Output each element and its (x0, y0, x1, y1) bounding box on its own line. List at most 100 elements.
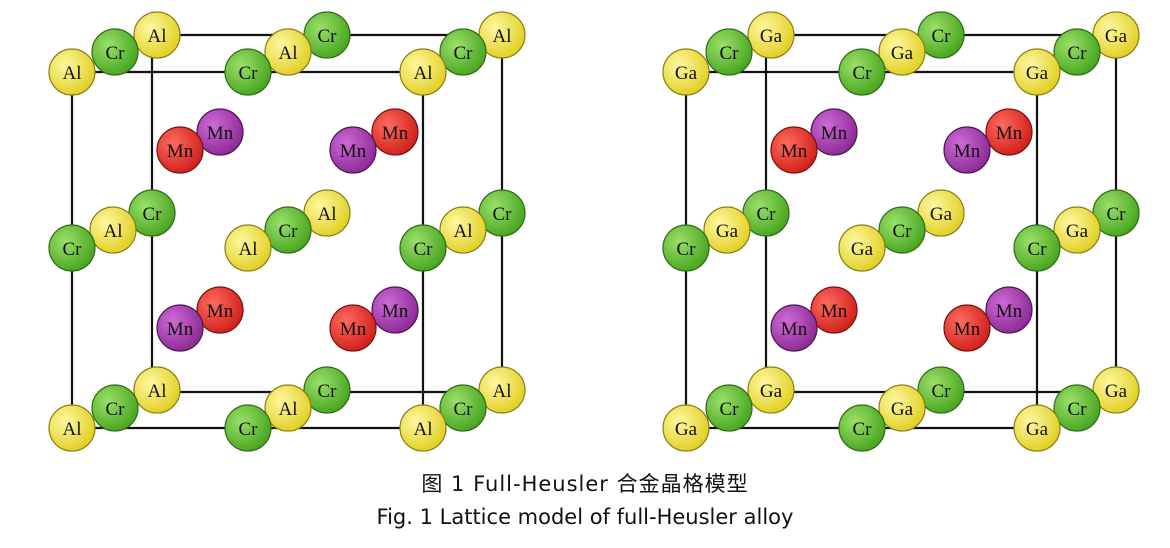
atom-label: Cr (720, 399, 740, 420)
atom-label: Cr (1028, 239, 1048, 260)
atom-label: Ga (716, 221, 739, 242)
atom-sphere (399, 48, 447, 96)
atom-label: Al (279, 43, 298, 64)
atom-cr: Cr (303, 366, 351, 414)
atom-label: Mn (954, 141, 981, 162)
atom-mn: Mn (156, 126, 204, 174)
atom-label: Ga (675, 419, 698, 440)
atom-sphere (810, 286, 858, 334)
atom-mn: Mn (329, 304, 377, 352)
atom-sphere (329, 304, 377, 352)
atom-label: Mn (382, 123, 409, 144)
atom-cr: Cr (439, 28, 487, 76)
atom-sphere (48, 48, 96, 96)
atom-mn: Mn (985, 286, 1033, 334)
atom-sphere (705, 28, 753, 76)
atom-label: Cr (143, 204, 163, 225)
atom-ga: Ga (747, 366, 795, 414)
atom-label: Cr (414, 239, 434, 260)
atom-label: Mn (996, 301, 1023, 322)
atom-label: Ga (891, 43, 914, 64)
atom-sphere (439, 384, 487, 432)
atom-sphere (156, 304, 204, 352)
atom-cr: Cr (838, 404, 886, 452)
atom-sphere (89, 206, 137, 254)
atom-ga: Ga (1092, 366, 1140, 414)
atom-label: Cr (1107, 204, 1127, 225)
atom-label: Al (148, 26, 167, 47)
atom-label: Al (63, 63, 82, 84)
atom-cr: Cr (1013, 224, 1061, 272)
atom-al: Al (48, 48, 96, 96)
atom-mn: Mn (770, 304, 818, 352)
atom-al: Al (264, 384, 312, 432)
atom-al: Al (439, 206, 487, 254)
atom-cr: Cr (878, 206, 926, 254)
atom-sphere (838, 404, 886, 452)
atom-sphere (878, 206, 926, 254)
atom-al: Al (48, 404, 96, 452)
atom-mn: Mn (371, 286, 419, 334)
figure-caption-english: Fig. 1 Lattice model of full-Heusler all… (376, 505, 794, 529)
atom-label: Ga (760, 26, 783, 47)
atom-al: Al (399, 48, 447, 96)
atom-sphere (224, 404, 272, 452)
atom-mn: Mn (371, 108, 419, 156)
atom-ga: Ga (1013, 404, 1061, 452)
atom-sphere (439, 28, 487, 76)
atom-sphere (1013, 224, 1061, 272)
atom-label: Cr (318, 381, 338, 402)
atom-sphere (478, 366, 526, 414)
atom-cr: Cr (478, 189, 526, 237)
atom-ga: Ga (703, 206, 751, 254)
lattice-model-left: MnMnMnMnMnMnMnMnAlCrAlCrAlCrAlCrAlCrAlCr… (48, 11, 526, 452)
atom-sphere (1013, 48, 1061, 96)
atom-ga: Ga (878, 384, 926, 432)
atom-sphere (1092, 366, 1140, 414)
figure-caption-chinese: 图 1 Full-Heusler 合金晶格模型 (421, 472, 749, 496)
atom-sphere (264, 28, 312, 76)
atom-label: Ga (1105, 26, 1128, 47)
atom-sphere (371, 108, 419, 156)
atom-ga: Ga (878, 28, 926, 76)
atom-label: Cr (893, 221, 913, 242)
atom-ga: Ga (1053, 206, 1101, 254)
atom-label: Mn (167, 319, 194, 340)
atom-label: Mn (167, 141, 194, 162)
atom-sphere (224, 224, 272, 272)
atom-al: Al (399, 404, 447, 452)
atom-label: Mn (781, 141, 808, 162)
atom-mn: Mn (943, 126, 991, 174)
atom-ga: Ga (662, 48, 710, 96)
atom-label: Ga (1026, 419, 1049, 440)
atom-label: Cr (239, 419, 259, 440)
atom-sphere (985, 286, 1033, 334)
atom-mn: Mn (196, 108, 244, 156)
atom-label: Al (104, 221, 123, 242)
atom-cr: Cr (838, 48, 886, 96)
atom-al: Al (133, 11, 181, 59)
atom-sphere (133, 366, 181, 414)
atom-sphere (770, 304, 818, 352)
atom-label: Al (63, 419, 82, 440)
atom-cr: Cr (48, 224, 96, 272)
atom-cr: Cr (662, 224, 710, 272)
atom-sphere (770, 126, 818, 174)
atom-al: Al (264, 28, 312, 76)
atom-label: Ga (675, 63, 698, 84)
atom-al: Al (89, 206, 137, 254)
atom-sphere (703, 206, 751, 254)
atom-label: Al (454, 221, 473, 242)
atom-label: Al (239, 239, 258, 260)
atom-label: Cr (318, 26, 338, 47)
atom-cr: Cr (742, 189, 790, 237)
atom-sphere (747, 11, 795, 59)
atom-cr: Cr (439, 384, 487, 432)
atom-sphere (1053, 384, 1101, 432)
atom-label: Cr (1068, 43, 1088, 64)
atom-sphere (91, 28, 139, 76)
atom-ga: Ga (747, 11, 795, 59)
atom-label: Cr (106, 43, 126, 64)
atom-label: Al (493, 26, 512, 47)
atom-cr: Cr (1092, 189, 1140, 237)
